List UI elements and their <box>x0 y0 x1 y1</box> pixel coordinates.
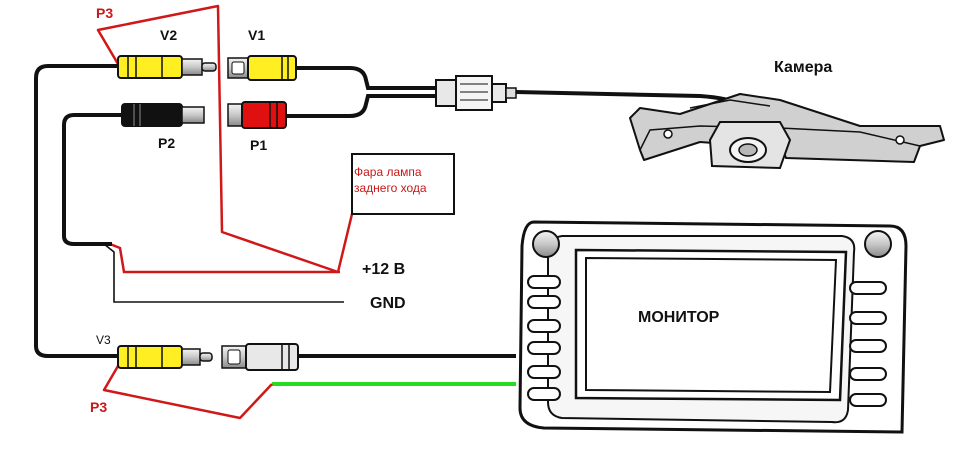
camera-connector <box>435 75 517 111</box>
monitor-knob-right <box>864 230 892 258</box>
label-reverse-lamp-1: Фара лампа <box>354 165 422 179</box>
camera-cable <box>515 90 741 106</box>
label-power: +12 В <box>362 261 405 278</box>
reverse-lamp-box <box>351 153 455 215</box>
label-p2: P2 <box>158 135 175 151</box>
monitor-buttons-left <box>527 275 561 401</box>
video-cable-loop <box>34 64 118 358</box>
red-wire-p3-bottom <box>102 365 273 420</box>
monitor-buttons-right <box>849 281 887 407</box>
red-wire-p3-top <box>96 4 339 274</box>
plug-p2-black <box>121 103 205 127</box>
plug-v3-yellow <box>117 345 213 369</box>
label-reverse-lamp-2: заднего хода <box>354 181 427 195</box>
label-p3-top: P3 <box>96 5 113 21</box>
harness-v1 <box>296 66 436 90</box>
red-wire-lamp <box>336 213 354 273</box>
plug-monitor-input <box>221 343 299 371</box>
plug-v1-yellow <box>227 55 297 81</box>
gnd-wire <box>103 243 344 303</box>
p2-cable <box>62 113 122 246</box>
plug-v2-yellow <box>117 55 217 79</box>
label-gnd: GND <box>370 295 406 312</box>
plug-p1-red <box>227 101 287 129</box>
label-p1: P1 <box>250 137 267 153</box>
camera-body <box>629 93 945 170</box>
label-v2: V2 <box>160 27 177 43</box>
harness-p1 <box>286 94 436 118</box>
monitor-unit <box>518 220 908 434</box>
label-v1: V1 <box>248 27 265 43</box>
label-p3-bottom: P3 <box>90 399 107 415</box>
red-wire-power <box>109 242 340 274</box>
label-v3: V3 <box>96 333 111 347</box>
label-camera: Камера <box>774 59 832 76</box>
label-monitor: МОНИТОР <box>638 309 720 326</box>
monitor-knob-left <box>532 230 560 258</box>
